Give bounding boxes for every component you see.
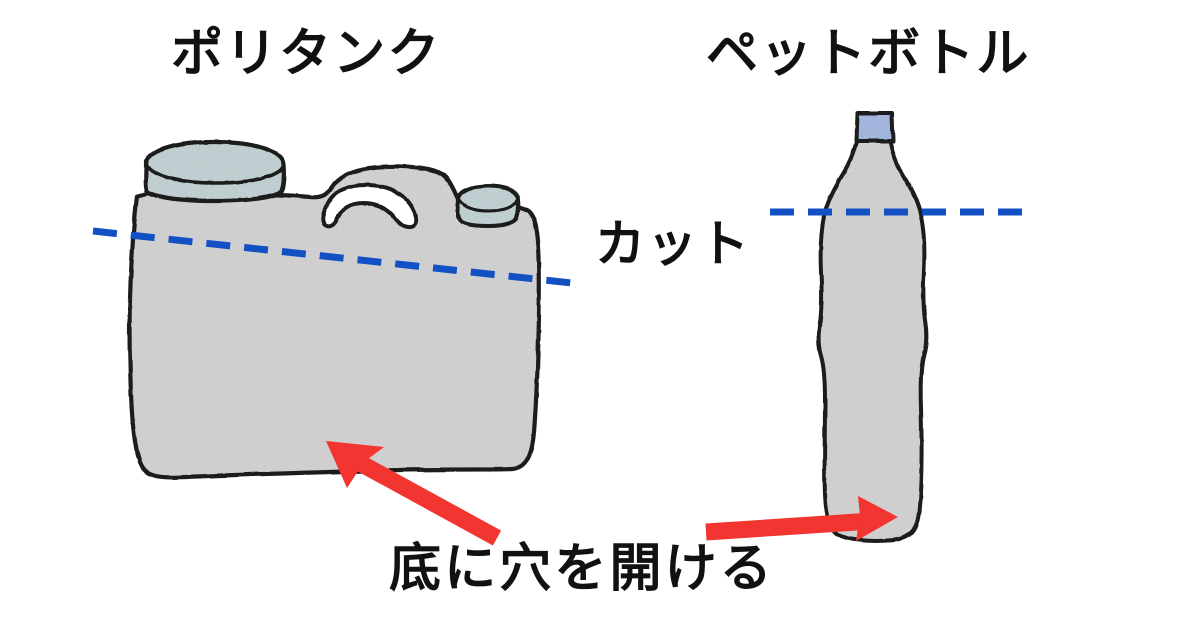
- bottle-body: [816, 138, 929, 543]
- make-hole-label: 底に穴を開ける: [389, 539, 775, 599]
- tank-cut-line: [92, 227, 573, 287]
- arrow-to-tank-bottom: [326, 441, 502, 546]
- tank-large-cap: [143, 139, 287, 204]
- poly-tank-illustration: [92, 139, 573, 480]
- tank-small-cap: [455, 184, 521, 228]
- cut-label: カット: [595, 215, 751, 273]
- arrow-to-bottle-bottom: [705, 496, 898, 541]
- poly-tank-label: ポリタンク: [171, 24, 442, 84]
- pet-bottle-illustration: [770, 111, 1027, 543]
- bottle-cap: [854, 111, 895, 143]
- tank-carry-handle: [320, 183, 419, 230]
- pet-bottle-label: ペットボトル: [706, 24, 1031, 84]
- tank-body: [127, 164, 542, 480]
